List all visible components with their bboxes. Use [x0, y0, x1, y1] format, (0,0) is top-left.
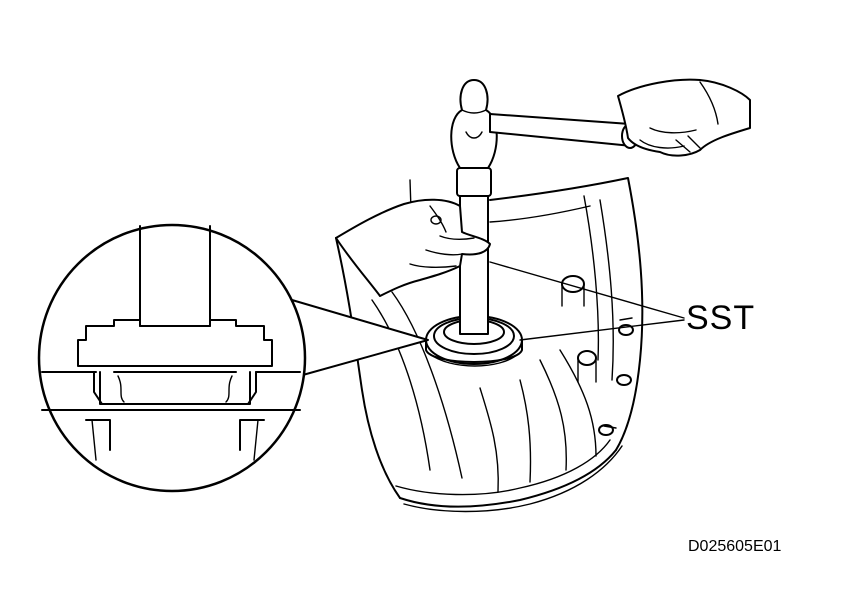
right-hand: [617, 78, 751, 157]
left-hand: [335, 198, 491, 297]
detail-tool-cross-section: [41, 225, 301, 461]
sst-leader-lines: [489, 261, 685, 341]
detail-callout: [37, 223, 429, 493]
sst-label: SST: [686, 299, 756, 337]
hammer: [489, 113, 639, 149]
figure-id-label: D025605E01: [688, 538, 782, 555]
sst-driver-tool: [450, 79, 498, 335]
